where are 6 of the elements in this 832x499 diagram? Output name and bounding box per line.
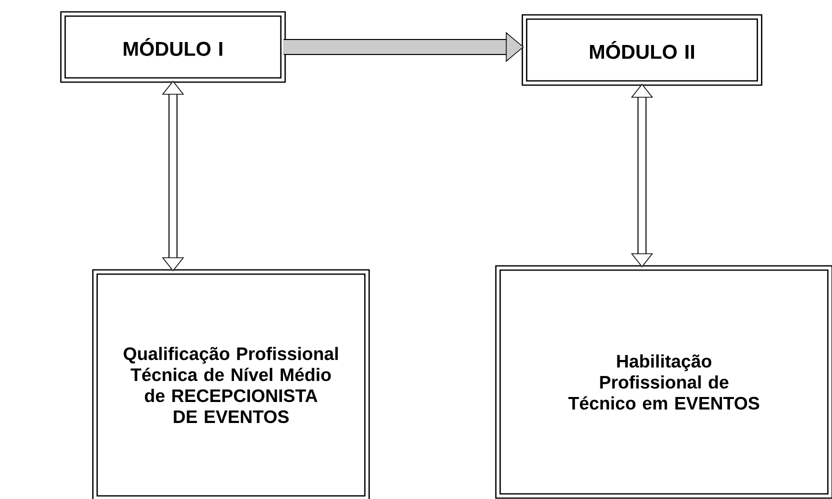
double-arrow [162,80,184,272]
double-arrow [630,84,654,268]
module-box: Qualificação Profissional Técnica de Nível Médio de RECEPCIONISTA DE EVENTOS [92,269,370,499]
module-box: MÓDULO I [60,11,286,83]
module-box: MÓDULO II [522,14,762,86]
module-box: Habilitação Profissional de Técnico em EVENTOS [495,265,832,499]
